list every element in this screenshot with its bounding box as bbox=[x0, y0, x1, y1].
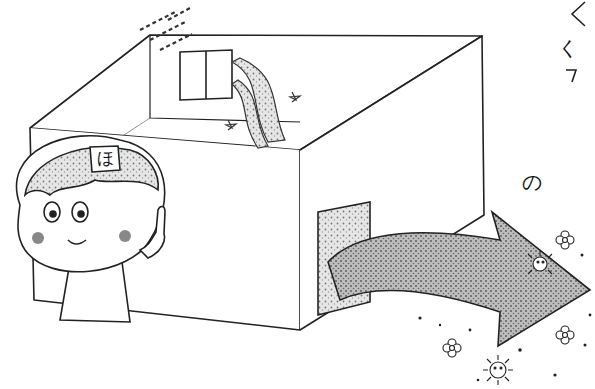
cropped-text: の bbox=[522, 172, 542, 192]
dust-flowers bbox=[443, 231, 574, 357]
exhaust-arrow bbox=[328, 212, 590, 346]
cropped-text: く bbox=[558, 38, 578, 58]
dust-dots bbox=[418, 254, 591, 382]
nurse-character bbox=[16, 136, 165, 322]
germs bbox=[483, 251, 552, 385]
fresh-air-stream bbox=[232, 58, 285, 148]
window bbox=[180, 50, 232, 100]
wind-dashes bbox=[140, 8, 192, 50]
sparkle bbox=[226, 92, 300, 130]
cap-letter: ほ bbox=[97, 150, 114, 167]
